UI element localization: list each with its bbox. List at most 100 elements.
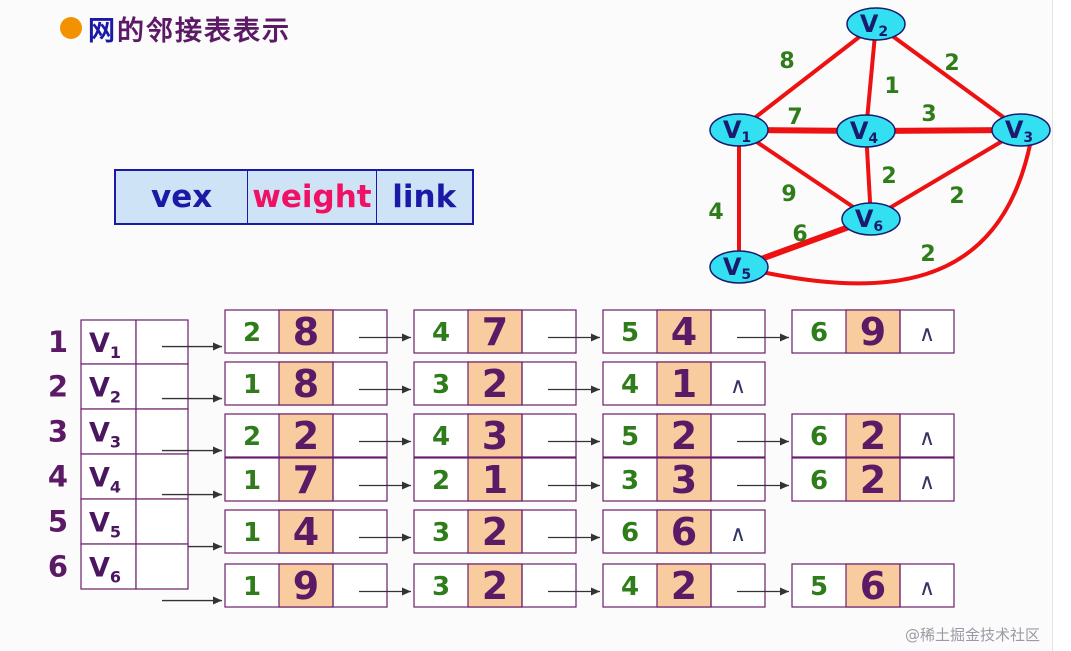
graph-edge-weight: 8 [779,49,794,74]
list-node-weight: 6 [671,510,697,554]
head-vertex-subscript: 3 [110,433,121,452]
list-node-weight-cell [467,309,523,354]
watermark-text: @稀土掘金技术社区 [905,626,1041,644]
list-node-weight: 4 [293,510,319,554]
head-vex-cell [80,498,137,545]
list-node-weight-cell [656,361,712,406]
list-node-adjvex: 1 [243,518,261,548]
list-node-weight: 2 [482,564,508,608]
vertex-index: 4 [48,460,68,494]
graph-edge [737,128,873,221]
graph-edge [864,23,878,132]
list-node-weight: 3 [482,414,508,458]
graph-edge-weight: 2 [920,242,935,267]
null-pointer: ∧ [919,576,935,601]
graph-vertex-subscript: 3 [1023,130,1033,146]
structure-link-field: link [392,179,457,215]
graph-vertex [846,7,906,41]
list-node-weight: 2 [482,510,508,554]
scrollbar[interactable] [1052,0,1071,651]
list-node-weight-cell [656,563,712,608]
arrow-head [402,333,411,342]
graph-vertex [709,113,769,147]
graph-edge-weight: 3 [921,102,936,127]
head-vertex-subscript: 2 [110,388,121,407]
head-vex-cell [80,319,137,365]
arrow-head [402,533,411,542]
list-node-adjvex: 2 [432,466,450,496]
graph-edge-weight: 7 [787,105,802,130]
graph-vertex-subscript: 4 [868,131,878,147]
list-node-adjvex: 4 [621,370,639,400]
arrow-head [780,481,789,490]
arrow-head [213,342,222,351]
head-link-cell [135,408,189,455]
graph-edge-weight: 9 [781,182,796,207]
graph-edge [738,139,1033,286]
null-pointer: ∧ [919,426,935,451]
list-node-weight: 2 [860,414,886,458]
head-vertex-subscript: 4 [110,478,121,497]
list-node-adjvex: 6 [810,422,828,452]
graph-vertex-subscript: 1 [741,130,751,146]
list-node-weight: 4 [671,310,697,354]
arrow-head [213,542,222,551]
list-node-weight: 2 [671,414,697,458]
null-pointer: ∧ [730,522,746,547]
list-node-adjvex: 4 [621,572,639,602]
graph-vertex-subscript: 6 [873,219,883,235]
arrow-head [402,437,411,446]
list-node-weight-cell [845,457,901,502]
head-link-cell [135,319,189,365]
list-node-weight: 1 [482,458,508,502]
head-link-cell [135,363,189,410]
graph-vertex [836,114,896,148]
list-node-weight: 8 [293,362,319,406]
graph-edge-weight: 6 [792,222,807,247]
vertex-index: 1 [48,325,68,359]
bullet-icon [60,17,82,39]
list-node-weight-cell [656,509,712,554]
list-node-adjvex: 1 [243,572,261,602]
arrow-head [213,490,222,499]
arrow-head [780,587,789,596]
head-vertex-subscript: 5 [110,523,121,542]
arrow-head [402,587,411,596]
graph-edge-weight: 2 [944,51,959,76]
list-node-weight: 6 [860,564,886,608]
graph-vertex [991,113,1051,147]
list-node-weight: 2 [671,564,697,608]
arrow-head [591,437,600,446]
list-node-adjvex: 5 [810,572,828,602]
graph-vertex-subscript: 5 [741,267,751,283]
graph-edge-weight: 2 [949,184,964,209]
graph-vertex-subscript: 2 [878,24,888,40]
list-node-weight-cell [278,309,334,354]
null-pointer: ∧ [919,470,935,495]
arrow-head [213,446,222,455]
graph-edge [869,128,1023,221]
list-node-adjvex: 5 [621,318,639,348]
list-node-adjvex: 1 [243,466,261,496]
list-node-weight-cell [467,457,523,502]
list-node-weight-cell [278,361,334,406]
head-vex-cell [80,408,137,455]
head-link-cell [135,498,189,545]
graph-edge [737,22,878,132]
head-link-cell [135,543,189,590]
arrow-head [780,437,789,446]
list-node-adjvex: 3 [621,466,639,496]
vertex-index: 3 [48,415,68,449]
arrow-head [213,596,222,605]
vertex-index: 2 [48,370,68,404]
arrow-head [402,385,411,394]
arrow-head [591,587,600,596]
node-structure-box: vex weight link [114,169,474,225]
list-node-adjvex: 2 [243,422,261,452]
graph-edge-weight: 1 [884,74,899,99]
structure-vex-field: vex [116,171,249,223]
graph-vertex [709,250,769,284]
title-highlight: 网 [88,15,117,47]
list-node-weight: 8 [293,310,319,354]
